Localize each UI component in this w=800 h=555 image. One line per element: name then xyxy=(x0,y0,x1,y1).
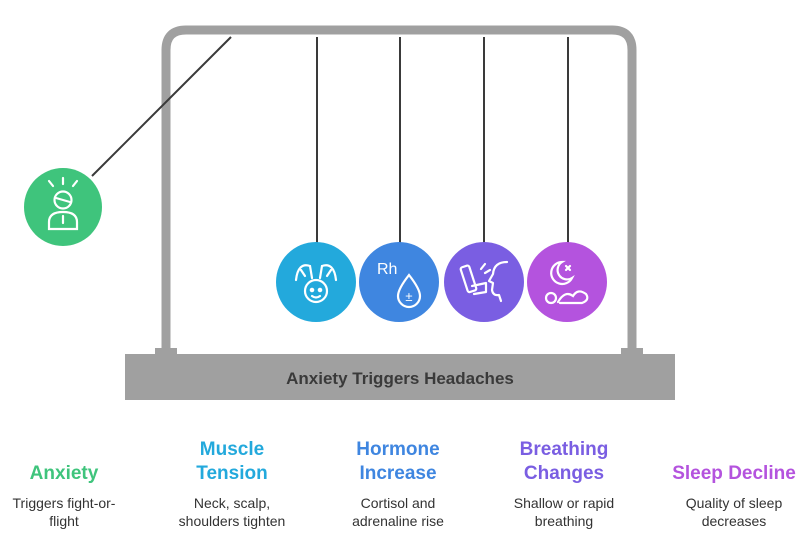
item-breathing-changes: Breathing Changes Shallow or rapid breat… xyxy=(494,438,634,530)
stressed-person-icon xyxy=(47,176,79,231)
item-hormone-increase-title: Hormone Increase xyxy=(356,439,440,484)
cradle-frame xyxy=(161,25,637,355)
item-sleep-decline-title: Sleep Decline xyxy=(672,463,796,484)
hormone-drop-icon: Rh ± xyxy=(377,261,422,309)
item-muscle-tension-desc: Neck, scalp, shoulders tighten xyxy=(178,495,286,529)
ball-breathing xyxy=(444,242,524,322)
hormone-icon-sign: ± xyxy=(405,289,412,304)
ball-sleep xyxy=(527,242,607,322)
item-hormone-increase: Hormone Increase Cortisol and adrenaline… xyxy=(328,438,468,530)
hormone-icon-text: Rh xyxy=(377,261,397,278)
item-breathing-changes-title: Breathing Changes xyxy=(519,439,609,484)
ball-anxiety xyxy=(24,168,102,246)
head-massage-icon xyxy=(294,264,338,304)
ball-muscle xyxy=(276,242,356,322)
ball-anxiety-circle xyxy=(24,168,102,246)
base-label: Anxiety Triggers Headaches xyxy=(286,369,514,388)
ball-hormone-circle xyxy=(359,242,439,322)
cradle-base xyxy=(125,354,675,400)
item-anxiety-title: Anxiety xyxy=(29,463,99,484)
ball-hormone: Rh ± xyxy=(359,242,439,322)
string-anxiety xyxy=(91,36,232,177)
inhaler-face-icon xyxy=(459,260,509,303)
item-hormone-increase-desc: Cortisol and adrenaline rise xyxy=(352,495,444,529)
ball-breathing-circle xyxy=(444,242,524,322)
item-anxiety: Anxiety Triggers fight-or- flight xyxy=(0,462,128,530)
frame-foot-right xyxy=(621,348,643,354)
item-sleep-decline: Sleep Decline Quality of sleep decreases xyxy=(668,462,800,530)
frame-foot-left xyxy=(155,348,177,354)
item-breathing-changes-desc: Shallow or rapid breathing xyxy=(513,495,615,529)
item-muscle-tension-title: Muscle Tension xyxy=(196,439,268,484)
newtons-cradle-diagram: Anxiety Triggers Headaches xyxy=(24,25,675,400)
sleep-moon-icon xyxy=(544,260,589,305)
item-muscle-tension: Muscle Tension Neck, scalp, shoulders ti… xyxy=(162,438,302,530)
item-anxiety-desc: Triggers fight-or- flight xyxy=(12,495,116,529)
ball-muscle-circle xyxy=(276,242,356,322)
item-sleep-decline-desc: Quality of sleep decreases xyxy=(685,495,783,529)
